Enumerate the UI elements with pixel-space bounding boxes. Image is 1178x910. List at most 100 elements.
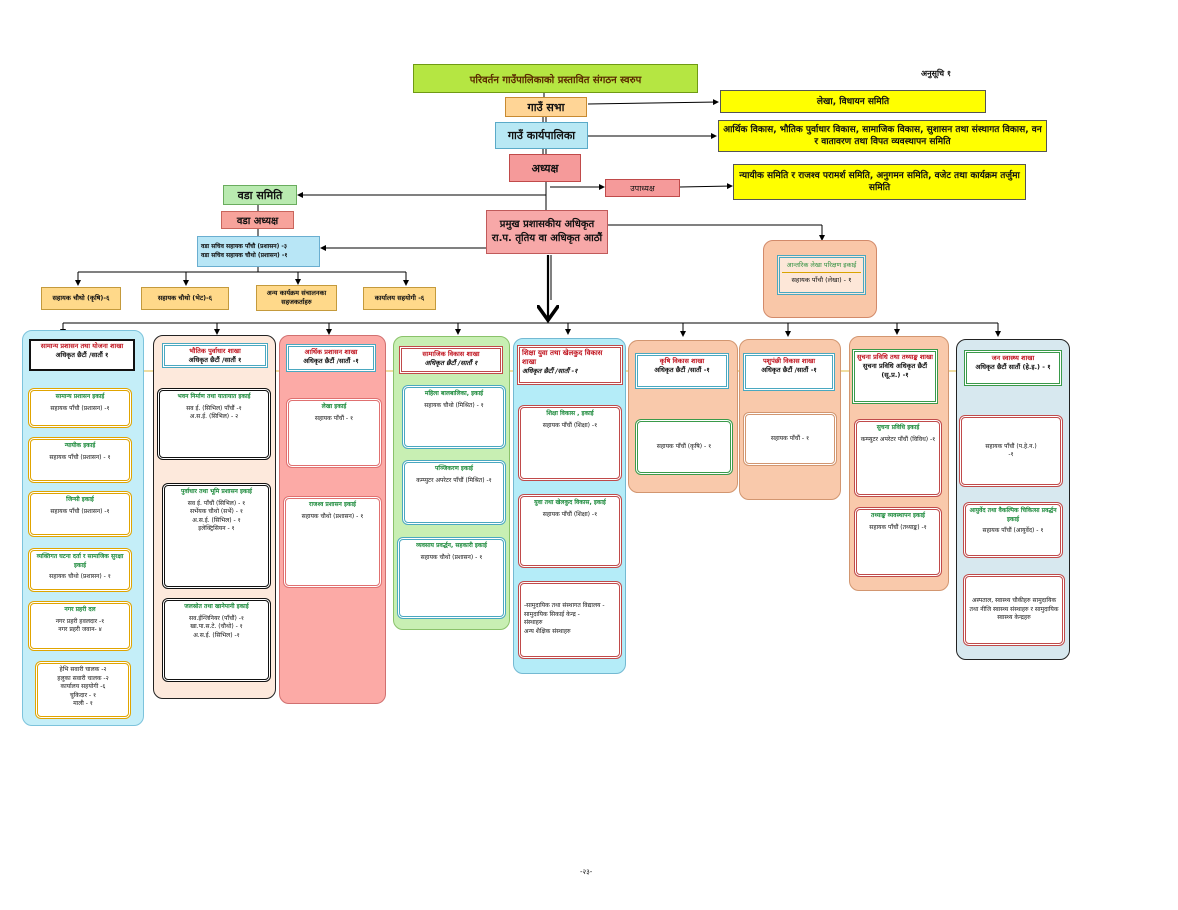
unit-body: सहायक पाँचौं (तथ्याङ्क) -१ xyxy=(869,523,927,531)
unit-body: सहायक पाँचौ (प्रशासन) -१ xyxy=(50,404,110,412)
branch-social-development: सामाजिक विकास शाखा अधिकृत छैटौं /सातौं १… xyxy=(393,336,510,630)
unit-box: व्यवसाय प्रवर्द्धन, सहकारी इकाई सहायक चौ… xyxy=(397,537,506,619)
unit-body: नगर प्रहरी हवलदार -१ नगर प्रहरी जवान- ४ xyxy=(55,617,105,634)
branch-header: सुचना प्रविधि तथा तथ्याङ्क शाखा सुचना प्… xyxy=(852,349,938,404)
branch-officer: अधिकृत छैटौं सातौं (हे.इ.) - १ xyxy=(975,363,1051,371)
lekha-vidhayan-samiti-box: लेखा, विधायन समिति xyxy=(720,90,986,113)
branch-title: शिक्षा युवा तथा खेलकुद विकास शाखा xyxy=(522,349,603,366)
unit-box: सहायक पाँचौं - १ xyxy=(743,412,837,466)
branch-title: पशुपंछी विकास शाखा xyxy=(762,357,816,365)
unit-box: सुचना प्रविधि इकाई कम्प्युटर अपरेटर पाँच… xyxy=(854,419,942,497)
cao-line: प्रमुख प्रशासकीय अधिकृत xyxy=(499,219,595,230)
unit-box: भवन निर्माण तथा यातायात इकाई सव ई. (सिभि… xyxy=(157,388,271,460)
unit-box: -सामुदायिक तथा संस्थागत विद्यालय - सामुद… xyxy=(518,581,622,659)
upadhyaksha-box: उपाध्यक्ष xyxy=(605,179,680,197)
unit-body: सव ई. पाँचौं (सिभिल) - १ सर्भेयक चौथो (स… xyxy=(187,499,246,533)
unit-box: पुर्वाधार तथा भूमि प्रशासन इकाई सव ई. पा… xyxy=(162,483,271,589)
unit-title: पञ्जिकरण इकाई xyxy=(435,465,473,472)
audit-unit-box: आन्तरिक लेखा परिक्षण इकाई सहायक पाँचौ (ल… xyxy=(777,255,866,295)
branch-general-admin: सामान्य प्रशासन तथा योजना शाखा अधिकृत छै… xyxy=(22,330,144,726)
branch-title: आर्थिक प्रशासन शाखा xyxy=(304,348,358,356)
branch-header: सामान्य प्रशासन तथा योजना शाखा अधिकृत छै… xyxy=(29,339,135,371)
branch-header: भौतिक पुर्वाधार शाखा अधिकृत छैटौं /सातौं… xyxy=(162,343,268,368)
branch-title: भौतिक पुर्वाधार शाखा xyxy=(189,347,241,355)
unit-title: पुर्वाधार तथा भूमि प्रशासन इकाई xyxy=(180,488,252,495)
unit-box: आयुर्वेद तथा वैकल्पिक चिकित्सा प्रवर्द्ध… xyxy=(963,502,1063,558)
unit-title: व्यवसाय प्रवर्द्धन, सहकारी इकाई xyxy=(416,542,487,549)
branch-header: शिक्षा युवा तथा खेलकुद विकास शाखा अधिकृत… xyxy=(517,345,623,385)
unit-box: अस्पताल, स्वास्थ्य चौकीहरु सामुदायिक तथा… xyxy=(963,574,1065,646)
branch-education-youth-sports: शिक्षा युवा तथा खेलकुद विकास शाखा अधिकृत… xyxy=(513,338,626,674)
page-number: -२३- xyxy=(580,868,593,876)
branch-officer: अधिकृत छैटौं /सातौं १ xyxy=(55,351,109,359)
unit-body: सव.ईन्जिनियर (पाँचौं) -१ खा.पा.स.टे. (चौ… xyxy=(189,614,244,639)
unit-title: जलस्रोत तथा खानेपानी इकाई xyxy=(184,603,249,610)
ward-adhyaksha-box: वडा अध्यक्ष xyxy=(221,211,294,229)
branch-title: सुचना प्रविधि तथा तथ्याङ्क शाखा xyxy=(857,353,933,361)
unit-body: सहायक पाँचौं (शिक्षा) -१ xyxy=(542,510,598,518)
unit-box: जलस्रोत तथा खानेपानी इकाई सव.ईन्जिनियर (… xyxy=(162,598,271,682)
adhyaksha-box: अध्यक्ष xyxy=(509,154,581,182)
unit-body: हेभि सवारी चालक -२ हलुका सवारी चालक -२ क… xyxy=(57,666,109,707)
gaun-karyapalika-box: गाउँ कार्यपालिका xyxy=(495,122,588,149)
unit-box: नगर प्रहरी दल नगर प्रहरी हवलदार -१ नगर प… xyxy=(28,601,132,651)
anusuchi-label: अनुसूचि १ xyxy=(921,69,952,78)
unit-box: व्यक्तिगत घटना दर्ता र सामाजिक सुरक्षा इ… xyxy=(28,548,132,592)
unit-body: सहायक पाँचौं (कृषि) - १ xyxy=(656,442,712,450)
ward-unit-box: सहायक चौथो (भेट)-६ xyxy=(141,287,229,310)
branch-officer: अधिकृत छैटौं /सातौं -१ xyxy=(761,366,817,374)
unit-body: सव ई. (सिभिल) पाँचौं -१ अ.स.ई. (सिभिल) -… xyxy=(186,404,242,421)
unit-body: कम्प्युटर अपरेटर पाँचौं (विविध) -१ xyxy=(860,435,936,443)
branch-header: कृषि विकास शाखा अधिकृत छैटौं /सातौं -१ xyxy=(635,353,729,389)
unit-box: शिक्षा विकास , इकाई सहायक पाँचौं (शिक्षा… xyxy=(518,405,622,481)
unit-body: सहायक चौथो (प्रशासन) - १ xyxy=(49,573,111,580)
unit-box: लेखा इकाई सहायक पाँचौं - १ xyxy=(286,398,382,468)
unit-body: कम्प्युटर अपरेटर पाँचौं (मिश्रित) -१ xyxy=(416,476,492,484)
unit-box: महिला बालबालिका, इकाई सहायक चौथो (मिश्रि… xyxy=(402,385,506,449)
unit-box: सहायक पाँचौं (कृषि) - १ xyxy=(635,419,733,475)
ward-staff-box: वडा सचिव सहायक पाँचौ (प्रशासन) -३ वडा सच… xyxy=(197,236,320,267)
unit-box: जिन्सी इकाई सहायक पाँचौ (प्रशासन) -१ xyxy=(28,491,132,537)
nyayik-samiti-box: न्यायीक समिति र राजश्व परामर्श समिति, अन… xyxy=(733,164,1026,200)
unit-box: युवा तथा खेलकुद विकास, इकाई सहायक पाँचौं… xyxy=(518,494,622,568)
cao-box: प्रमुख प्रशासकीय अधिकृत रा.प. तृतिय वा अ… xyxy=(486,210,608,254)
branch-officer: अधिकृत छैटौं /सातौं -१ xyxy=(303,357,359,365)
branch-livestock: पशुपंछी विकास शाखा अधिकृत छैटौं /सातौं -… xyxy=(739,339,841,500)
branch-officer: अधिकृत छैटौं /सातौं १ xyxy=(188,356,242,364)
unit-box: न्यायीक इकाई सहायक पाँचौ (प्रशासन) - १ xyxy=(28,437,132,483)
audit-unit-title: आन्तरिक लेखा परिक्षण इकाई xyxy=(786,261,857,269)
branch-header: जन स्वास्थ्य शाखा अधिकृत छैटौं सातौं (हे… xyxy=(964,350,1062,386)
branch-financial-admin: आर्थिक प्रशासन शाखा अधिकृत छैटौं /सातौं … xyxy=(279,335,386,704)
branch-title: सामाजिक विकास शाखा xyxy=(422,350,480,358)
branch-title: जन स्वास्थ्य शाखा xyxy=(991,354,1035,362)
audit-unit-staff: सहायक पाँचौ (लेखा) - १ xyxy=(782,272,861,285)
branch-header: सामाजिक विकास शाखा अधिकृत छैटौं /सातौं १ xyxy=(399,346,503,374)
unit-title: आयुर्वेद तथा वैकल्पिक चिकित्सा प्रवर्द्ध… xyxy=(969,507,1057,523)
ward-staff-line: वडा सचिव सहायक पाँचौ (प्रशासन) -३ xyxy=(201,243,288,250)
ward-staff-line: वडा सचिव सहायक चौथो (प्रशासन) -१ xyxy=(201,252,288,259)
unit-body: सहायक पाँचौं (शिक्षा) -१ xyxy=(542,421,598,429)
unit-body: सहायक पाँचौ (प्रशासन) - १ xyxy=(49,453,111,461)
branch-title: कृषि विकास शाखा xyxy=(659,357,705,365)
ward-unit-box: अन्य कार्यक्रम संचालनका सहजकर्ताहरु xyxy=(256,285,337,311)
branch-public-health: जन स्वास्थ्य शाखा अधिकृत छैटौं सातौं (हे… xyxy=(956,339,1070,660)
branch-it-statistics: सुचना प्रविधि तथा तथ्याङ्क शाखा सुचना प्… xyxy=(849,336,949,591)
unit-body: -सामुदायिक तथा संस्थागत विद्यालय - सामुद… xyxy=(524,602,605,635)
branch-physical-infrastructure: भौतिक पुर्वाधार शाखा अधिकृत छैटौं /सातौं… xyxy=(153,335,276,699)
gaun-sabha-box: गाउँ सभा xyxy=(505,97,587,117)
branch-title: सामान्य प्रशासन तथा योजना शाखा xyxy=(40,342,124,350)
unit-body: सहायक चौथो (प्रशासन) - १ xyxy=(420,553,483,561)
branch-agriculture: कृषि विकास शाखा अधिकृत छैटौं /सातौं -१ स… xyxy=(628,340,738,493)
unit-body: सहायक चौथो (मिश्रित) - १ xyxy=(424,401,484,409)
unit-body: सहायक चौथो (प्रशासन) - १ xyxy=(301,512,364,520)
unit-title: राजश्व प्रशासन इकाई xyxy=(308,501,356,508)
unit-title: व्यक्तिगत घटना दर्ता र सामाजिक सुरक्षा इ… xyxy=(36,553,124,569)
unit-box: सामान्य प्रशासन इकाई सहायक पाँचौ (प्रशास… xyxy=(28,388,132,428)
unit-title: लेखा इकाई xyxy=(321,403,347,410)
ward-unit-box: कार्यालय सहयोगी -६ xyxy=(363,287,436,310)
ward-unit-box: सहायक चौथो (कृषि)-६ xyxy=(41,287,121,310)
unit-body: सहायक पाँचौं - १ xyxy=(314,414,354,422)
unit-title: तथ्याङ्क व्यवस्थापन इकाई xyxy=(870,512,925,519)
unit-title: महिला बालबालिका, इकाई xyxy=(424,390,484,397)
unit-box: सहायक पाँचौं (प.हे.न.) -१ xyxy=(959,415,1063,487)
